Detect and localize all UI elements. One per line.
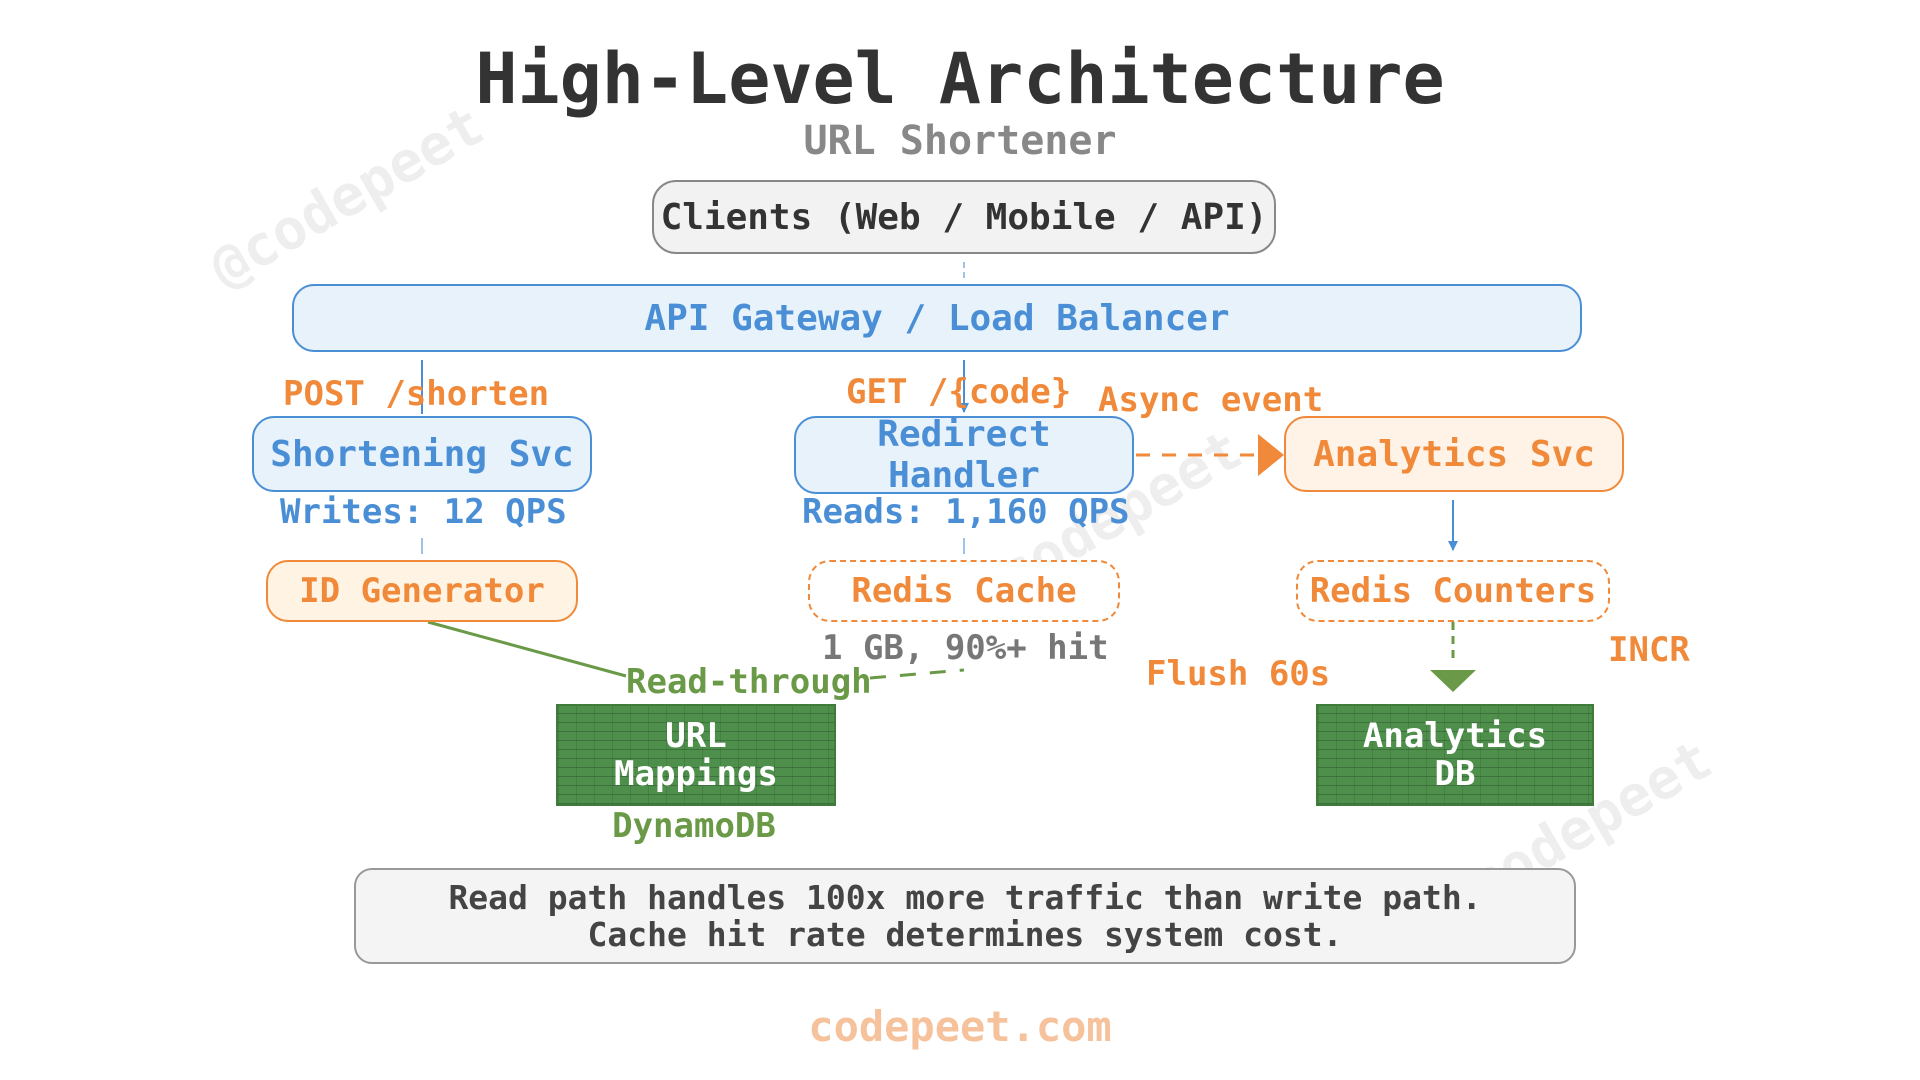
get-code-label: GET /{code} (846, 372, 1072, 412)
analytics-svc-node: Analytics Svc (1284, 416, 1624, 492)
clients-node: Clients (Web / Mobile / API) (652, 180, 1276, 254)
id-generator-node: ID Generator (266, 560, 578, 622)
read-through-label: Read-through (626, 662, 872, 702)
summary-note: Read path handles 100x more traffic than… (354, 868, 1576, 964)
analytics-db-arrowhead (1430, 670, 1476, 692)
page-subtitle: URL Shortener (803, 118, 1117, 164)
redirect-handler-node: Redirect Handler (794, 414, 1134, 496)
page-title: High-Level Architecture (475, 38, 1445, 120)
flush-label: Flush 60s (1146, 654, 1331, 694)
async-event-label: Async event (1098, 380, 1324, 420)
writes-qps-label: Writes: 12 QPS (280, 492, 567, 532)
redis-cache-node: Redis Cache (808, 560, 1120, 622)
api-gateway-node: API Gateway / Load Balancer (292, 284, 1582, 352)
url-mappings-db: URL Mappings (556, 704, 836, 806)
reads-qps-label: Reads: 1,160 QPS (802, 492, 1130, 532)
footer-brand: codepeet.com (808, 1002, 1112, 1051)
redis-counters-node: Redis Counters (1296, 560, 1610, 622)
cache-size-label: 1 GB, 90%+ hit (822, 628, 1109, 668)
post-shorten-label: POST /shorten (283, 374, 550, 414)
shortening-svc-node: Shortening Svc (252, 416, 592, 492)
summary-note-line2: Cache hit rate determines system cost. (587, 915, 1343, 954)
idgen-to-mappings-line (427, 620, 627, 678)
summary-note-line1: Read path handles 100x more traffic than… (448, 878, 1482, 917)
analytics-db: Analytics DB (1316, 704, 1594, 806)
incr-label: INCR (1608, 630, 1690, 670)
analytics-arrowhead (1258, 434, 1284, 476)
dynamodb-label: DynamoDB (612, 806, 776, 846)
read-through-line (869, 668, 965, 680)
